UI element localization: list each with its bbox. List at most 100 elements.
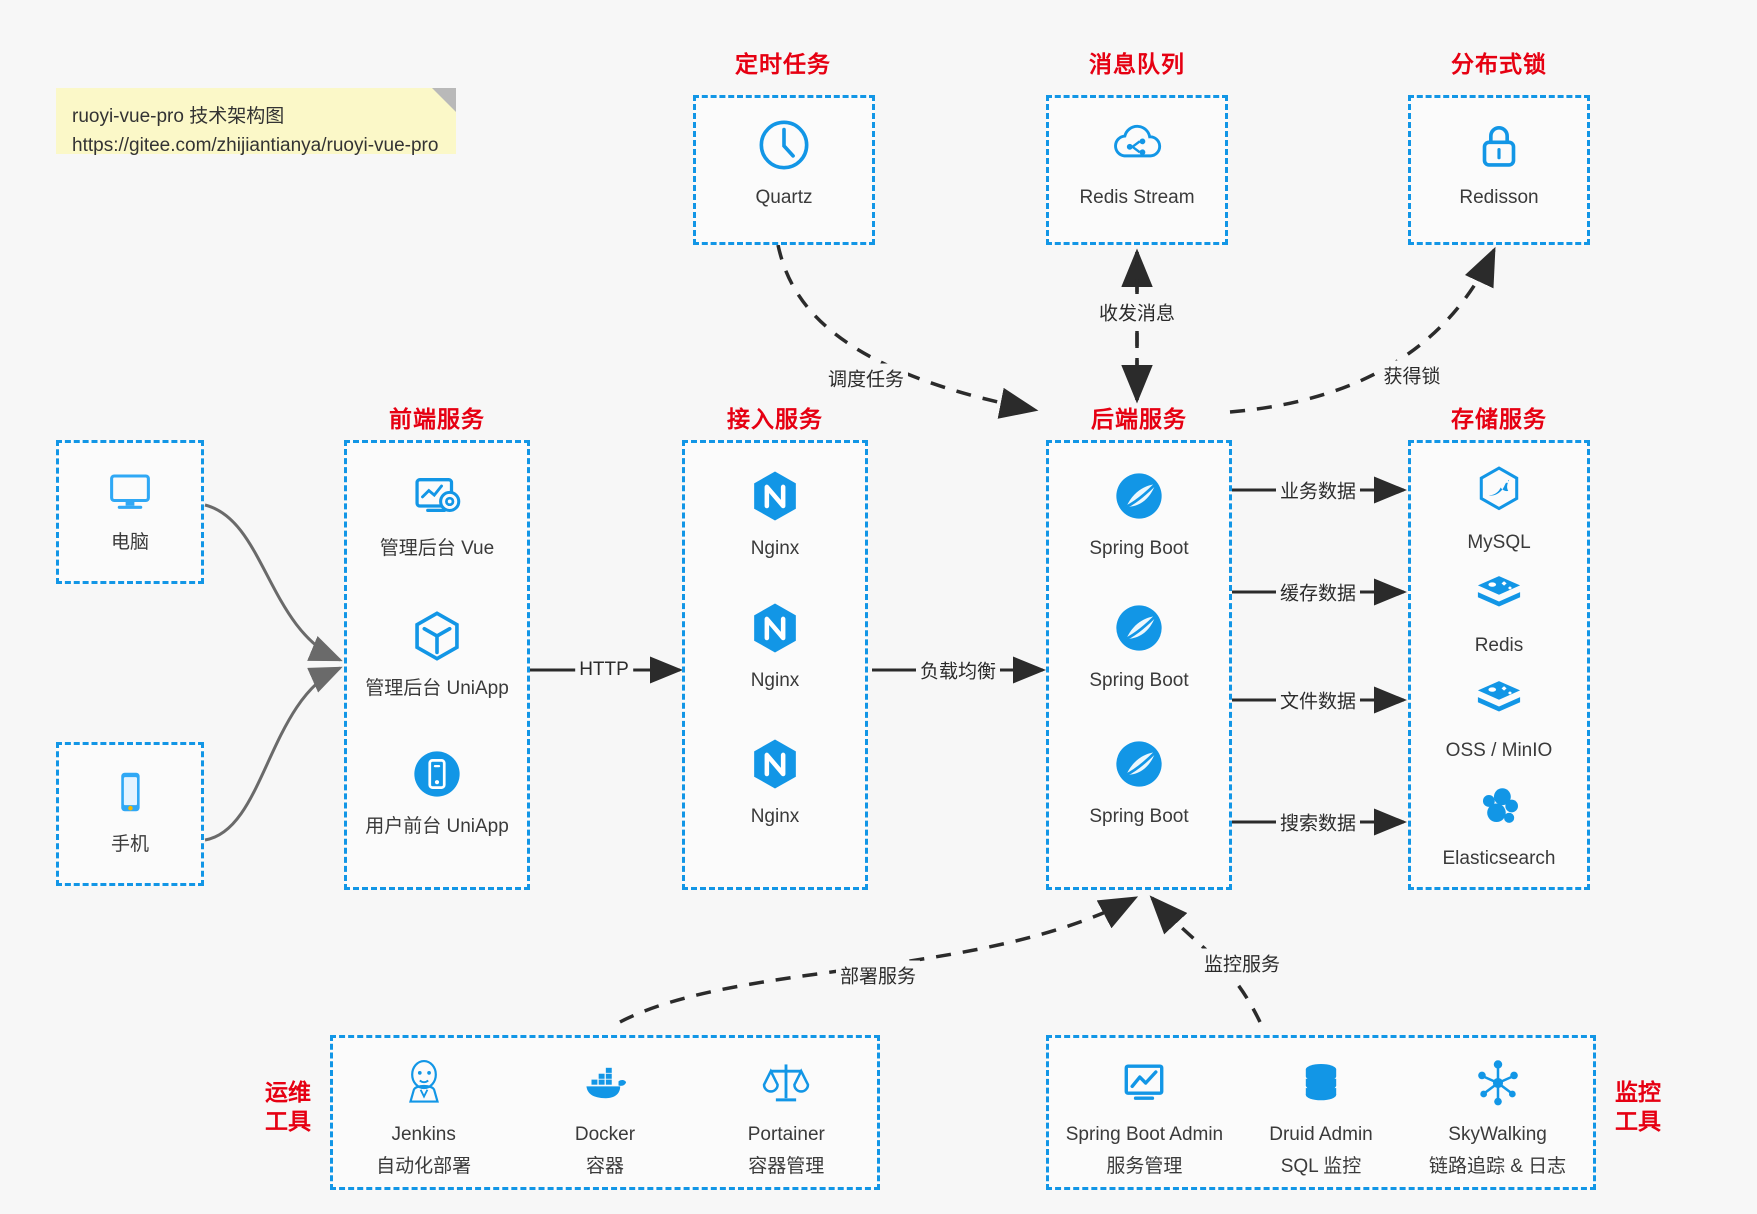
node-label: Docker	[574, 1124, 636, 1145]
ops-title-line-1: 运维	[265, 1079, 311, 1105]
node-sublabel: 服务管理	[1106, 1156, 1183, 1178]
edge-label-biz-data: 业务数据	[1275, 475, 1361, 505]
node-label: Spring Boot	[1089, 538, 1189, 559]
node-label: Elasticsearch	[1442, 848, 1556, 869]
node-label: SkyWalking	[1448, 1124, 1547, 1145]
node-spring-boot-2[interactable]: Spring Boot	[1049, 595, 1229, 693]
node-redisson[interactable]: Redisson	[1411, 112, 1587, 210]
node-portainer[interactable]: Portainer 容器管理	[711, 1056, 861, 1180]
group-box-distributed-lock: Redisson	[1408, 95, 1590, 245]
group-box-client-mobile: 手机	[56, 742, 204, 886]
node-desktop[interactable]: 电脑	[59, 457, 201, 555]
node-sublabel: 容器管理	[748, 1156, 825, 1178]
group-box-monitor-tools: Spring Boot Admin 服务管理 Druid Admin	[1046, 1035, 1596, 1190]
node-label: Redis Stream	[1079, 187, 1195, 208]
edge-label-schedule: 调度任务	[823, 363, 909, 393]
node-user-uniapp[interactable]: 用户前台 UniApp	[347, 741, 527, 839]
node-spring-boot-1[interactable]: Spring Boot	[1049, 463, 1229, 561]
node-label: Quartz	[755, 187, 813, 208]
node-redis-stream[interactable]: Redis Stream	[1049, 112, 1225, 210]
node-label: Portainer	[747, 1124, 825, 1145]
node-docker[interactable]: Docker 容器	[530, 1056, 680, 1180]
dashboard-gear-icon	[408, 463, 466, 529]
node-label: Druid Admin	[1269, 1124, 1373, 1145]
monitor-chart-icon	[1117, 1056, 1171, 1115]
node-redis[interactable]: Redis	[1411, 560, 1587, 658]
edge-label-search-data: 搜索数据	[1275, 807, 1361, 837]
node-admin-uniapp[interactable]: 管理后台 UniApp	[347, 603, 527, 701]
ops-tools-row: Jenkins 自动化部署 Docker 容器	[333, 1056, 877, 1180]
node-oss-minio[interactable]: OSS / MinIO	[1411, 665, 1587, 763]
node-spring-boot-admin[interactable]: Spring Boot Admin 服务管理	[1049, 1056, 1240, 1180]
node-elasticsearch[interactable]: Elasticsearch	[1411, 773, 1587, 871]
node-druid-admin[interactable]: Druid Admin SQL 监控	[1240, 1056, 1402, 1180]
node-label: Jenkins	[391, 1124, 456, 1145]
node-mysql[interactable]: MySQL	[1411, 457, 1587, 555]
node-label: Nginx	[750, 670, 800, 691]
group-title-frontend: 前端服务	[389, 406, 485, 432]
portainer-icon	[759, 1056, 813, 1115]
group-title-scheduled-task: 定时任务	[735, 51, 831, 77]
skywalking-icon	[1471, 1056, 1525, 1115]
group-title-storage: 存储服务	[1451, 406, 1547, 432]
group-title-gateway: 接入服务	[727, 406, 823, 432]
node-nginx-1[interactable]: Nginx	[685, 463, 865, 561]
note-fold-corner	[432, 88, 456, 112]
monitor-title-line-1: 监控	[1615, 1079, 1661, 1105]
cloud-stream-icon	[1108, 112, 1166, 178]
redis-icon	[1472, 560, 1526, 626]
spring-boot-icon	[1110, 731, 1168, 797]
node-label: 手机	[110, 834, 149, 855]
node-nginx-2[interactable]: Nginx	[685, 595, 865, 693]
nginx-icon	[746, 731, 804, 797]
elasticsearch-icon	[1472, 773, 1526, 839]
note-line-2: https://gitee.com/zhijiantianya/ruoyi-vu…	[72, 135, 439, 157]
group-box-gateway: Nginx Nginx Nginx	[682, 440, 868, 890]
node-nginx-3[interactable]: Nginx	[685, 731, 865, 829]
node-label: Nginx	[750, 806, 800, 827]
group-title-message-queue: 消息队列	[1089, 51, 1185, 77]
node-spring-boot-3[interactable]: Spring Boot	[1049, 731, 1229, 829]
node-label: Spring Boot Admin	[1065, 1124, 1224, 1145]
node-label: Redisson	[1459, 187, 1539, 208]
group-box-frontend: 管理后台 Vue 管理后台 UniApp 用户前台 UniApp	[344, 440, 530, 890]
node-quartz[interactable]: Quartz	[696, 112, 872, 210]
node-label: MySQL	[1467, 532, 1531, 553]
node-sublabel: 容器	[585, 1156, 624, 1178]
group-box-scheduled-task: Quartz	[693, 95, 875, 245]
spring-boot-icon	[1110, 595, 1168, 661]
note-line-1: ruoyi-vue-pro 技术架构图	[72, 106, 285, 127]
group-box-message-queue: Redis Stream	[1046, 95, 1228, 245]
node-mobile[interactable]: 手机	[59, 759, 201, 857]
ops-title-line-2: 工具	[265, 1108, 311, 1135]
node-label: Nginx	[750, 538, 800, 559]
edge-label-deploy: 部署服务	[835, 960, 921, 990]
mysql-icon	[1472, 457, 1526, 523]
desktop-icon	[102, 457, 158, 523]
node-label: 管理后台 UniApp	[365, 678, 509, 699]
spring-boot-icon	[1110, 463, 1168, 529]
group-title-monitor-tools: 监控 工具	[1606, 1078, 1670, 1137]
clock-icon	[755, 112, 813, 178]
database-icon	[1294, 1056, 1348, 1115]
nginx-icon	[746, 463, 804, 529]
mobile-icon	[102, 759, 158, 825]
edge-label-file-data: 文件数据	[1275, 685, 1361, 715]
node-label: Spring Boot	[1089, 670, 1189, 691]
node-skywalking[interactable]: SkyWalking 链路追踪 & 日志	[1402, 1056, 1593, 1180]
group-box-ops-tools: Jenkins 自动化部署 Docker 容器	[330, 1035, 880, 1190]
node-label: Redis	[1474, 635, 1524, 656]
node-label: OSS / MinIO	[1445, 740, 1553, 761]
node-label: 用户前台 UniApp	[365, 816, 509, 837]
lock-icon	[1470, 112, 1528, 178]
edge-label-cache-data: 缓存数据	[1275, 577, 1361, 607]
group-box-storage: MySQL Redis	[1408, 440, 1590, 890]
diagram-note: ruoyi-vue-pro 技术架构图 https://gitee.com/zh…	[56, 88, 456, 156]
jenkins-icon	[397, 1056, 451, 1115]
node-admin-vue[interactable]: 管理后台 Vue	[347, 463, 527, 561]
node-jenkins[interactable]: Jenkins 自动化部署	[349, 1056, 499, 1180]
node-sublabel: 自动化部署	[376, 1156, 472, 1178]
edge-label-mq: 收发消息	[1094, 297, 1180, 327]
group-title-ops-tools: 运维 工具	[256, 1078, 320, 1137]
